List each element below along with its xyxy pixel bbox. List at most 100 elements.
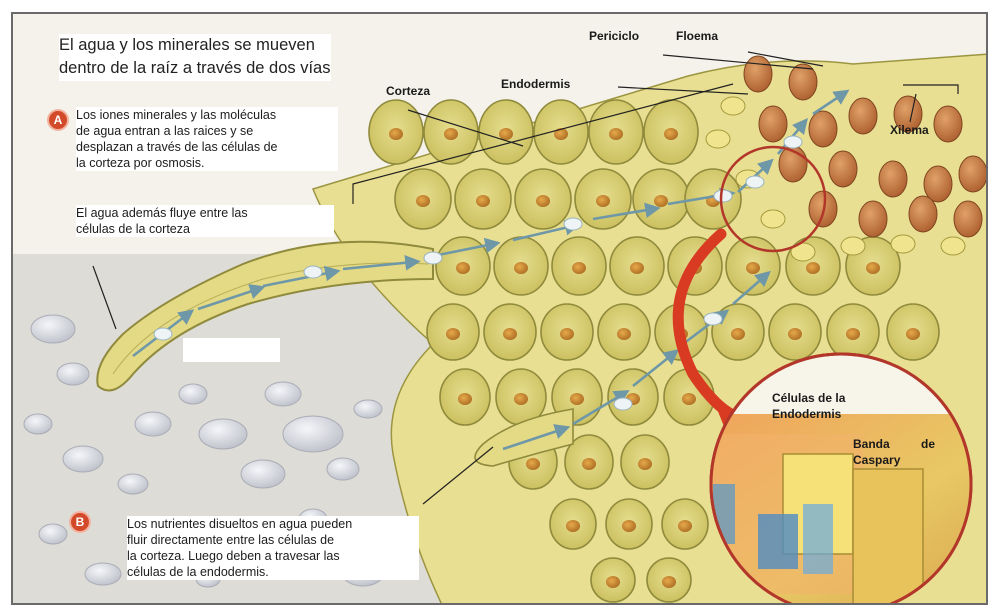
- label-celulas-endodermis: Células de la Endodermis: [772, 390, 845, 422]
- diagram-title: El agua y los minerales se mueven dentro…: [59, 34, 331, 81]
- title-line-1: El agua y los minerales se mueven: [59, 34, 331, 57]
- xylem-cell: [954, 201, 982, 237]
- water-droplet: [564, 218, 582, 230]
- path-b-line-4: células de la endodermis.: [127, 564, 419, 580]
- label-xilema: Xilema: [890, 123, 929, 137]
- label-endodermis: Endodermis: [501, 77, 570, 91]
- title-line-2: dentro de la raíz a través de dos vías: [59, 57, 331, 80]
- soil-stone: [179, 384, 207, 404]
- cell-nucleus: [582, 458, 596, 470]
- water-droplet: [614, 398, 632, 410]
- label-banda-caspary: Banda de Caspary: [853, 436, 935, 468]
- pericycle-cell: [761, 210, 785, 228]
- label-celulas-endodermis-line-2: Endodermis: [772, 406, 845, 422]
- water-droplet: [304, 266, 322, 278]
- pericycle-cell: [841, 237, 865, 255]
- label-caspary-word: Caspary: [853, 452, 935, 468]
- cell-nucleus: [746, 262, 760, 274]
- cell-nucleus: [609, 128, 623, 140]
- path-a-extra-description: El agua además fluye entre las células d…: [76, 205, 334, 237]
- path-b-line-2: fluir directamente entre las células de: [127, 532, 419, 548]
- water-droplet: [714, 190, 732, 202]
- cell-nucleus: [606, 576, 620, 588]
- cell-nucleus: [596, 195, 610, 207]
- soil-stone: [199, 419, 247, 449]
- soil-stone: [241, 460, 285, 488]
- cell-nucleus: [526, 458, 540, 470]
- soil-stone: [135, 412, 171, 436]
- diagram-frame: El agua y los minerales se mueven dentro…: [11, 12, 988, 605]
- xylem-cell: [934, 106, 962, 142]
- cell-nucleus: [416, 195, 430, 207]
- cell-nucleus: [678, 520, 692, 532]
- soil-stone: [39, 524, 67, 544]
- path-a-line-3: desplazan a través de las células de: [76, 139, 338, 155]
- pericycle-cell: [706, 130, 730, 148]
- cell-nucleus: [476, 195, 490, 207]
- cell-nucleus: [499, 128, 513, 140]
- cell-nucleus: [846, 328, 860, 340]
- path-a-description: Los iones minerales y las moléculas de a…: [76, 107, 338, 171]
- soil-stone: [265, 382, 301, 406]
- path-a-line-1: Los iones minerales y las moléculas: [76, 107, 338, 123]
- path-a-extra-line-1: El agua además fluye entre las: [76, 205, 334, 221]
- xylem-cell: [829, 151, 857, 187]
- cell-nucleus: [682, 393, 696, 405]
- soil-stone: [354, 400, 382, 418]
- soil-stone: [31, 315, 75, 343]
- label-celulas-endodermis-line-1: Células de la: [772, 390, 845, 406]
- label-de-word: de: [921, 436, 935, 452]
- soil-stone: [24, 414, 52, 434]
- soil-stone: [283, 416, 343, 452]
- pericycle-cell: [941, 237, 965, 255]
- label-corteza: Corteza: [386, 84, 430, 98]
- badge-b: B: [71, 513, 89, 531]
- water-droplet: [784, 136, 802, 148]
- xylem-cell: [759, 106, 787, 142]
- cell-nucleus: [866, 262, 880, 274]
- xylem-cell: [909, 196, 937, 232]
- water-droplet: [746, 176, 764, 188]
- pericycle-cell: [721, 97, 745, 115]
- path-b-description: Los nutrientes disueltos en agua pueden …: [127, 516, 419, 580]
- soil-stone: [85, 563, 121, 585]
- xylem-cell: [744, 56, 772, 92]
- cell-nucleus: [572, 262, 586, 274]
- cell-nucleus: [458, 393, 472, 405]
- cell-nucleus: [514, 393, 528, 405]
- label-floema: Floema: [676, 29, 718, 43]
- cell-nucleus: [503, 328, 517, 340]
- badge-a: A: [49, 111, 67, 129]
- cell-nucleus: [456, 262, 470, 274]
- cell-nucleus: [731, 328, 745, 340]
- xylem-cell: [859, 201, 887, 237]
- cell-nucleus: [630, 262, 644, 274]
- cell-nucleus: [662, 576, 676, 588]
- path-a-extra-line-2: células de la corteza: [76, 221, 334, 237]
- water-droplet: [154, 328, 172, 340]
- cell-nucleus: [566, 520, 580, 532]
- cell-nucleus: [622, 520, 636, 532]
- label-banda-row: Banda de: [853, 436, 935, 452]
- water-droplet: [424, 252, 442, 264]
- label-periciclo: Periciclo: [589, 29, 639, 43]
- cell-nucleus: [806, 262, 820, 274]
- path-b-line-1: Los nutrientes disueltos en agua pueden: [127, 516, 419, 532]
- cell-nucleus: [560, 328, 574, 340]
- cell-nucleus: [444, 128, 458, 140]
- pericycle-cell: [891, 235, 915, 253]
- cell-nucleus: [906, 328, 920, 340]
- water-droplet: [704, 313, 722, 325]
- soil-stone: [327, 458, 359, 480]
- cell-nucleus: [617, 328, 631, 340]
- cell-nucleus: [446, 328, 460, 340]
- path-a-line-2: de agua entran a las raices y se: [76, 123, 338, 139]
- xylem-cell: [959, 156, 987, 192]
- cell-nucleus: [570, 393, 584, 405]
- soil-stone: [57, 363, 89, 385]
- soil-stone: [63, 446, 103, 472]
- blank-label-box: [183, 338, 280, 362]
- xylem-cell: [849, 98, 877, 134]
- cell-nucleus: [638, 458, 652, 470]
